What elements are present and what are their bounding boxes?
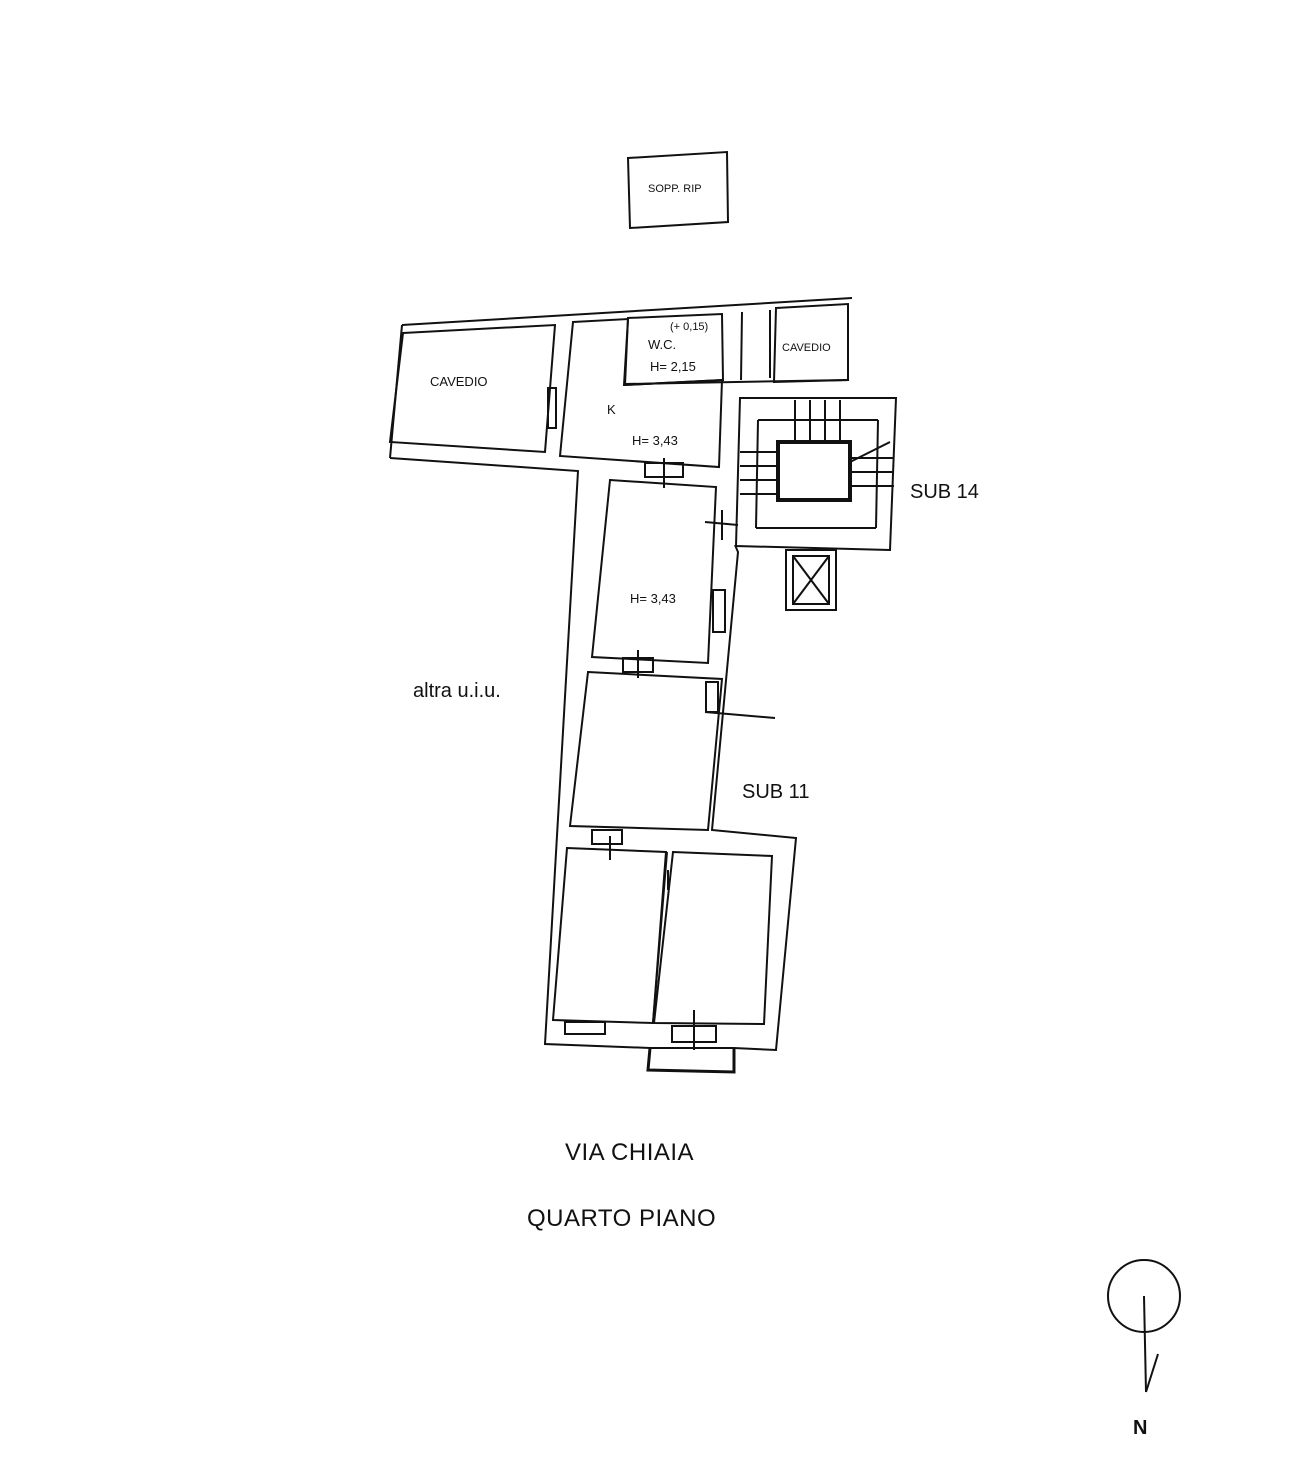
sub11-label: SUB 11 xyxy=(742,781,810,803)
door-third-right xyxy=(705,681,719,713)
wc-offset-label: (+ 0,15) xyxy=(670,321,709,333)
floor-label: QUARTO PIANO xyxy=(527,1205,717,1232)
kitchen-label: K xyxy=(607,402,616,417)
middle-room xyxy=(590,478,718,665)
wc-room xyxy=(623,312,725,387)
staircase-icon xyxy=(734,397,898,552)
room-height-label: H= 3,43 xyxy=(630,591,676,606)
wc-bottom-wall xyxy=(624,379,849,385)
bottom-partition xyxy=(652,851,668,1024)
door-cavedio-kitchen xyxy=(547,387,557,429)
storage-label: SOPP. RIP xyxy=(648,183,702,195)
cavedio-left-label: CAVEDIO xyxy=(430,374,488,389)
door-bottom-left-window xyxy=(564,1021,606,1035)
cavedio-right-label: CAVEDIO xyxy=(782,342,831,354)
wc-height-label: H= 2,15 xyxy=(650,359,696,374)
street-label: VIA CHIAIA xyxy=(565,1139,695,1166)
outer-wall xyxy=(389,457,798,1052)
door-middle-right xyxy=(712,589,726,633)
cavedio-left-room xyxy=(388,323,557,454)
sub14-label: SUB 14 xyxy=(910,481,979,503)
wc-inner-wall xyxy=(740,311,743,381)
elevator-cross-icon xyxy=(785,549,837,611)
door-third-bottom xyxy=(591,829,623,845)
top-boundary-wall xyxy=(401,297,853,326)
kitchen-height-label: H= 3,43 xyxy=(632,433,678,448)
bottom-right-room xyxy=(652,850,774,1026)
storage-box xyxy=(626,150,730,230)
wc-label: W.C. xyxy=(648,337,677,352)
third-room xyxy=(568,670,724,832)
altra-uiu-label: altra u.i.u. xyxy=(413,680,501,702)
balcony xyxy=(646,1047,736,1074)
north-arrow-icon xyxy=(1107,1259,1181,1393)
north-label: N xyxy=(1133,1417,1148,1439)
bottom-left-room xyxy=(551,846,668,1025)
